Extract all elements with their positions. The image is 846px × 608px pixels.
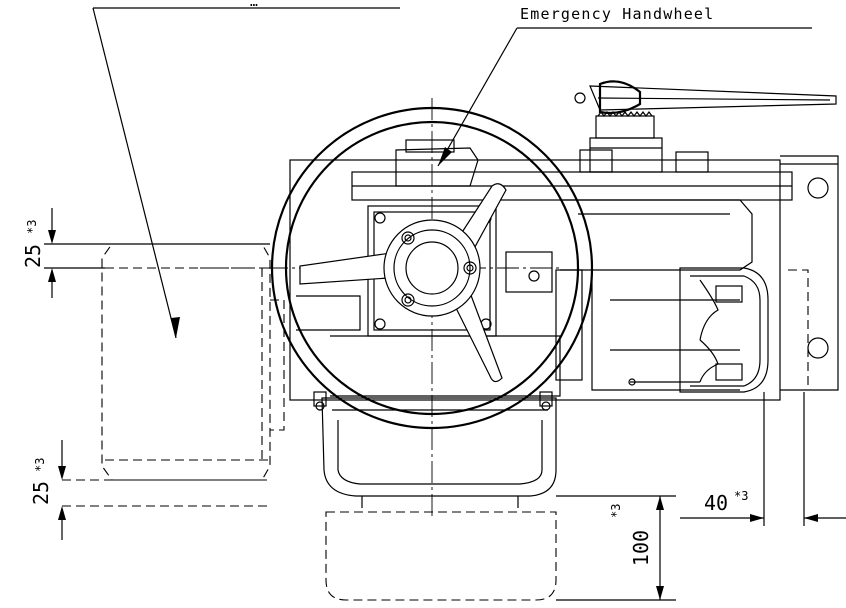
dim-left-lower-note: *3 <box>33 458 47 472</box>
callout-top-left-text: … <box>250 0 258 10</box>
centerlines <box>200 98 560 518</box>
actuator-body <box>289 149 793 601</box>
dim-right: 40 *3 <box>680 392 846 526</box>
motor-outline-dashed <box>62 243 285 507</box>
dim-right-value: 40 <box>704 491 728 515</box>
dim-left-upper-value: 25 <box>21 244 45 268</box>
dim-left-upper-note: *3 <box>25 220 39 234</box>
dim-left-lower: 25 *3 <box>29 440 66 540</box>
dim-bottom-right-value: 100 <box>629 530 653 566</box>
dim-bottom-right: 100 *3 <box>556 495 676 601</box>
callout-handwheel-text: Emergency Handwheel <box>520 5 714 23</box>
mounting-plate <box>780 155 839 391</box>
dim-left-lower-value: 25 <box>29 481 53 505</box>
callout-handwheel: Emergency Handwheel <box>437 5 812 167</box>
dim-bottom-right-note: *3 <box>609 504 623 518</box>
callout-top-left: … <box>92 0 400 339</box>
handwheel <box>270 106 594 430</box>
dim-left-upper: 25 *3 <box>21 208 270 298</box>
connector <box>628 267 769 393</box>
dim-right-note: *3 <box>734 489 748 503</box>
selector-lever <box>574 80 837 173</box>
